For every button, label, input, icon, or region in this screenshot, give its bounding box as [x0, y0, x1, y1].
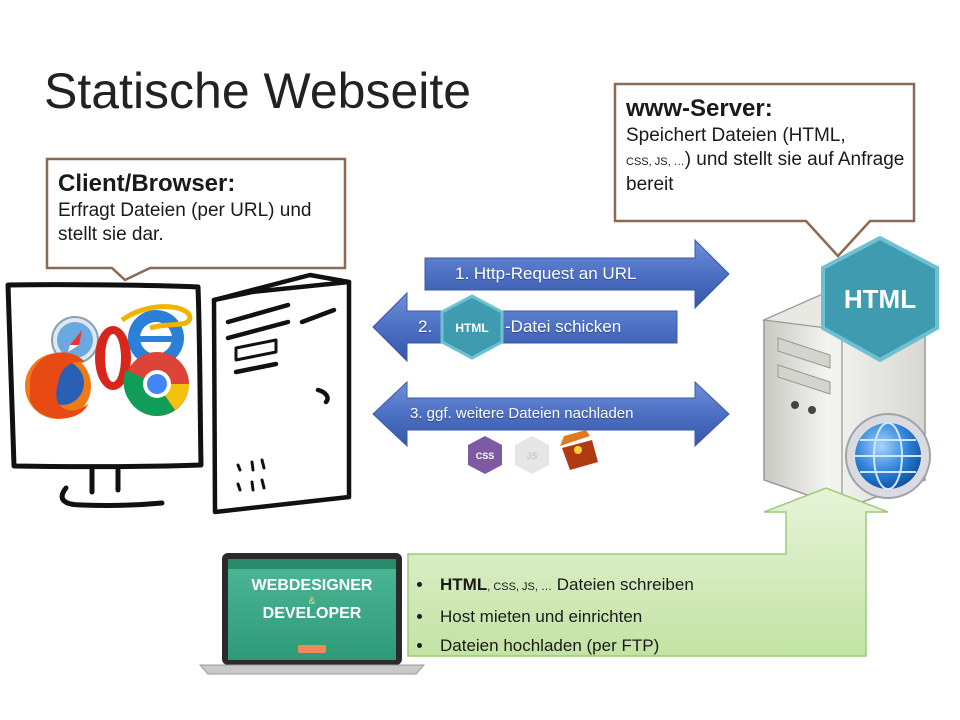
task-list: HTML, CSS, JS, … Dateien schreiben Host … [412, 570, 694, 660]
html-badge-icon: HTML [821, 235, 939, 363]
ie-icon [120, 304, 193, 366]
chrome-icon [123, 352, 189, 416]
laptop-line1: WEBDESIGNER [252, 577, 373, 594]
laptop-image: WEBDESIGNER & DEVELOPER [198, 553, 426, 675]
client-callout [45, 157, 347, 282]
task-item-host: Host mieten und einrichten [434, 602, 694, 631]
client-callout-text: Client/Browser: Erfragt Dateien (per URL… [58, 170, 338, 248]
html-small-badge-icon: HTML [440, 294, 504, 360]
server-callout [613, 82, 916, 258]
opera-icon [95, 326, 131, 390]
tower-sketch [211, 272, 352, 515]
server-desc-a: Speichert Dateien (HTML, [626, 124, 846, 146]
server-desc-b: CSS, JS, … [626, 156, 685, 169]
client-description: Erfragt Dateien (per URL) und stellt sie… [58, 199, 312, 246]
treasure-chest-icon [560, 430, 598, 470]
arrow-response [372, 291, 678, 363]
css-badge-text: CSS [476, 451, 495, 461]
safari-icon [51, 316, 99, 364]
html-badge-text: HTML [844, 284, 916, 314]
arrow-request [424, 238, 730, 310]
arrow-request-label: 1. Http-Request an URL [455, 264, 637, 283]
server-heading: www-Server: [626, 95, 773, 122]
page-title: Statische Webseite [44, 63, 472, 119]
html-small-badge-text: HTML [455, 321, 488, 335]
task-item-write: HTML, CSS, JS, … Dateien schreiben [434, 570, 694, 602]
css-badge-icon: CSS [468, 436, 502, 474]
arrow-reload [372, 380, 730, 448]
js-badge-icon: JS [515, 436, 549, 474]
task-item-upload: Dateien hochladen (per FTP) [434, 631, 694, 660]
arrow-response-prefix: 2. [418, 317, 433, 336]
server-callout-text: www-Server: Speichert Dateien (HTML, CSS,… [626, 95, 908, 198]
monitor-sketch [5, 282, 204, 508]
arrow-response-label: -Datei schicken [505, 317, 622, 336]
js-badge-text: JS [526, 451, 537, 461]
server-desc-c: ) und stellt sie auf Anfrage bereit [626, 149, 905, 196]
upload-arrow [407, 487, 889, 657]
client-heading: Client/Browser: [58, 170, 236, 197]
task-rest: Dateien schreiben [552, 575, 694, 594]
globe-icon [845, 413, 931, 499]
laptop-tag: & [309, 596, 316, 607]
firefox-icon [25, 352, 91, 419]
arrow-reload-label: 3. ggf. weitere Dateien nachladen [410, 405, 634, 422]
task-small: , CSS, JS, … [487, 581, 553, 593]
server-description: Speichert Dateien (HTML, CSS, JS, …) und … [626, 124, 908, 198]
task-html-bold: HTML [440, 575, 488, 594]
laptop-line2: DEVELOPER [263, 605, 362, 622]
